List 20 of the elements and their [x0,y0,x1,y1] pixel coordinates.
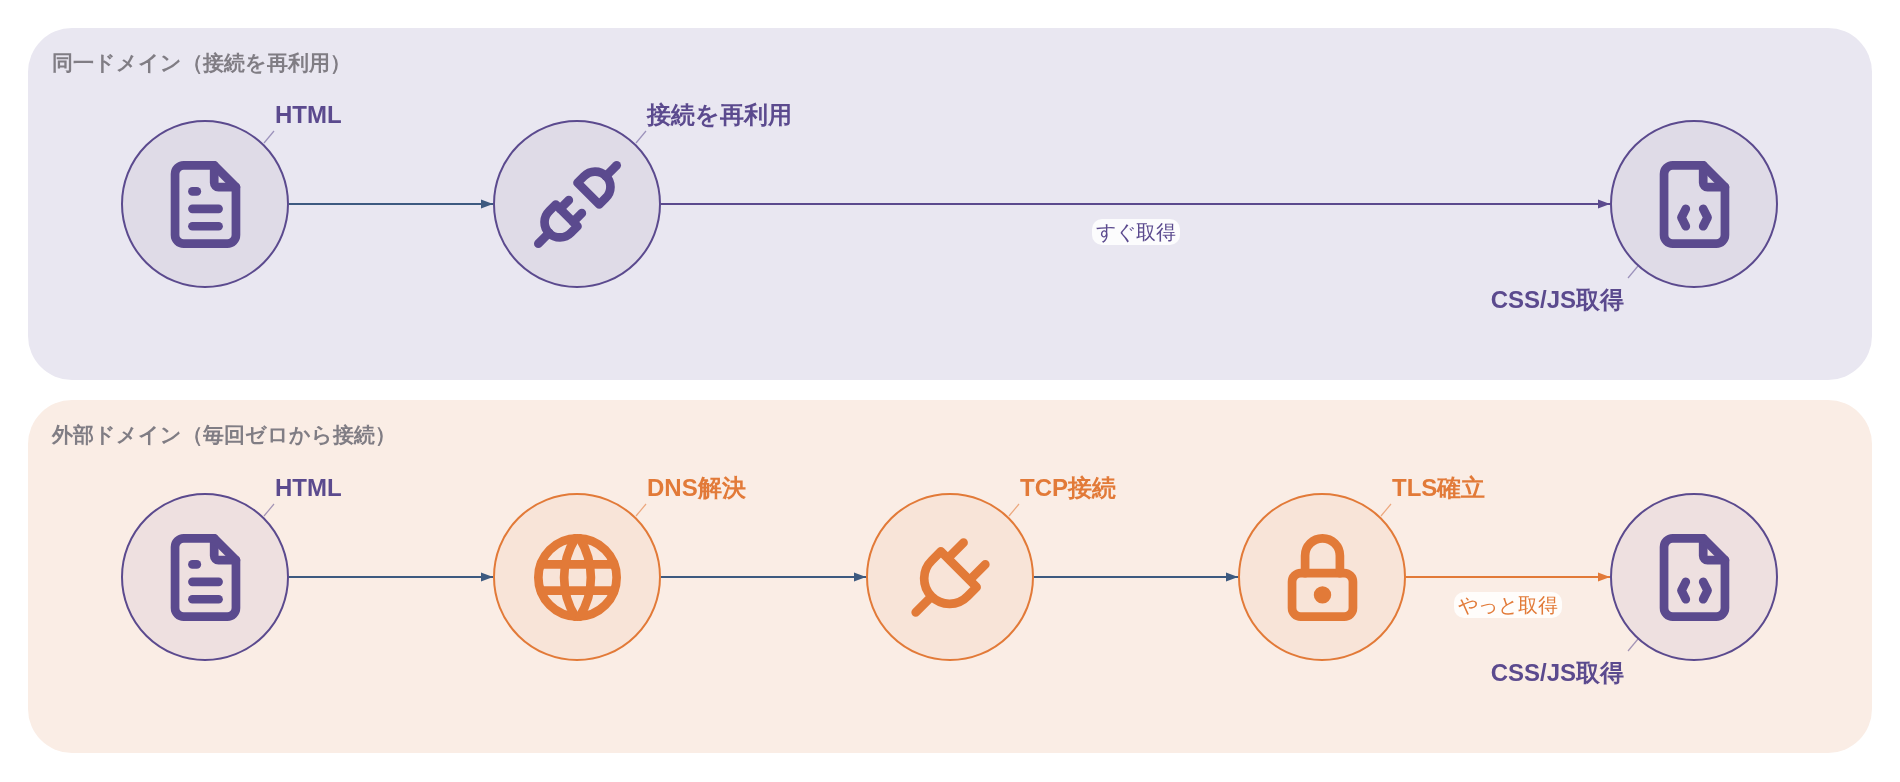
group-panel [28,28,1872,380]
arrow [1033,572,1239,582]
arrow [660,572,867,582]
group-panel [28,400,1872,753]
node-label: CSS/JS取得 [1490,286,1624,314]
arrow [288,572,494,582]
node-label: HTML [275,101,342,129]
arrow [288,199,494,209]
node-label: HTML [275,474,342,502]
edge-label: やっと取得 [1454,592,1562,618]
arrow [1405,572,1611,582]
node-label: CSS/JS取得 [1490,659,1624,687]
node-label: DNS解決 [647,474,746,502]
node-label: 接続を再利用 [647,101,792,129]
node-label: TCP接続 [1020,474,1116,502]
node-label: TLS確立 [1392,474,1486,502]
group-title: 同一ドメイン（接続を再利用） [52,50,351,76]
edge-label: すぐ取得 [1091,219,1180,245]
arrow [660,199,1611,209]
group-title: 外部ドメイン（毎回ゼロから接続） [52,422,396,448]
